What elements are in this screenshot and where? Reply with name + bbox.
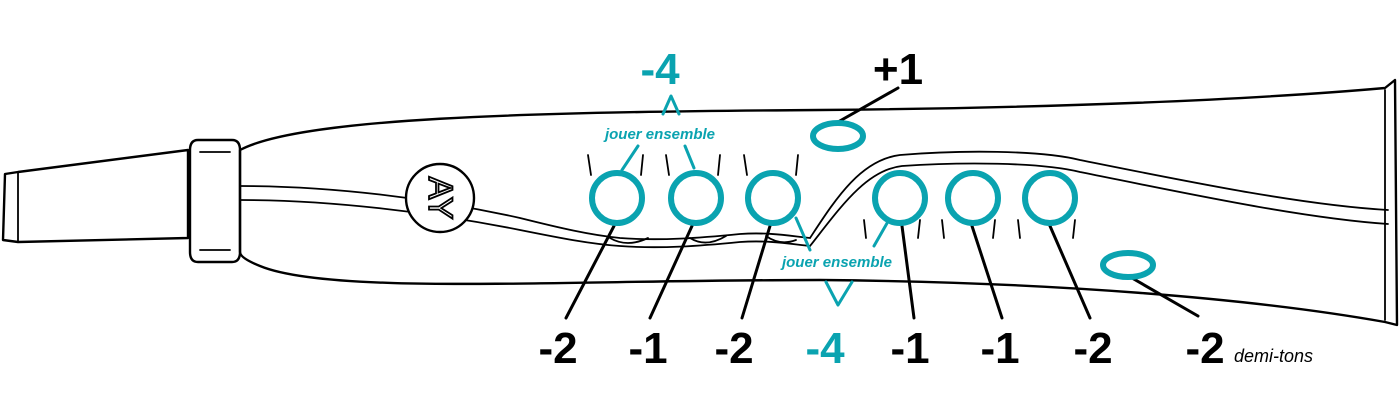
- logo-medallion: AY: [404, 162, 476, 234]
- top-ensemble-caption: jouer ensemble: [603, 126, 715, 143]
- thumb-hole-label: +1: [873, 45, 923, 94]
- body-groove-lower: [239, 162, 1389, 249]
- bell-hole-label: -2: [1185, 324, 1224, 373]
- bell-hole[interactable]: [1100, 250, 1156, 280]
- hole-label-3: -2: [714, 324, 753, 373]
- finger-guides-left: [587, 154, 799, 176]
- instrument-body: [238, 78, 1399, 327]
- body-groove-upper: [239, 150, 1389, 241]
- tone-hole-5[interactable]: [945, 170, 1001, 226]
- tone-hole-4[interactable]: [872, 170, 928, 226]
- hole-label-1: -2: [538, 324, 577, 373]
- tone-hole-6[interactable]: [1022, 170, 1078, 226]
- hole-label-5: -1: [980, 324, 1019, 373]
- hole-leaders: [564, 86, 1200, 320]
- mouthpiece: [1, 148, 190, 244]
- tone-hole-2[interactable]: [668, 170, 724, 226]
- mouthpiece-ring: [188, 138, 242, 264]
- tone-hole-3[interactable]: [745, 170, 801, 226]
- logo-text: AY: [421, 177, 459, 220]
- hole-label-4: -1: [890, 324, 929, 373]
- hole-label-6: -2: [1073, 324, 1112, 373]
- top-ensemble-value: -4: [640, 45, 680, 94]
- bell-hole-unit: demi-tons: [1234, 346, 1313, 366]
- bottom-ensemble-caption: jouer ensemble: [780, 254, 892, 271]
- tone-hole-1[interactable]: [589, 170, 645, 226]
- finger-guides-right: [863, 219, 1076, 239]
- hole-label-2: -1: [628, 324, 667, 373]
- thumb-hole[interactable]: [810, 120, 866, 152]
- bottom-ensemble-value: -4: [805, 324, 845, 373]
